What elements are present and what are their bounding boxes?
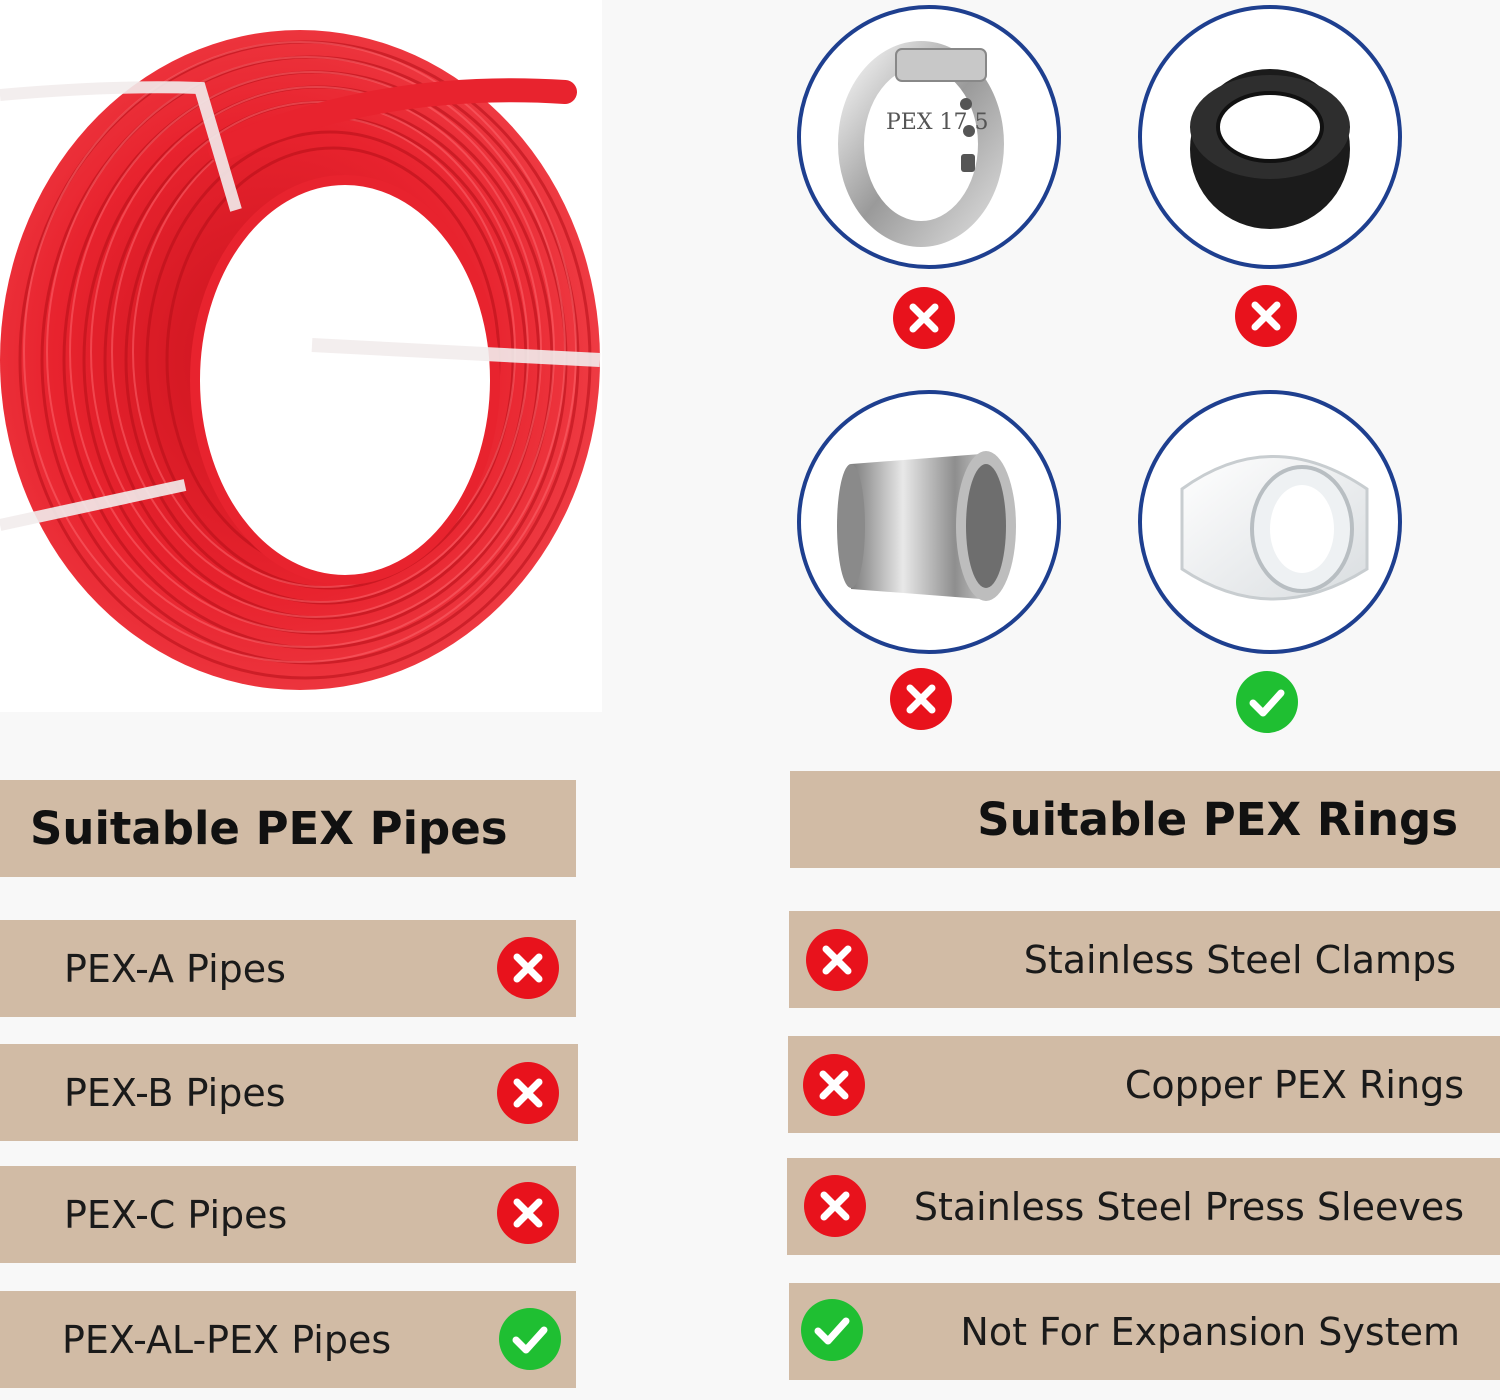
ring-row-label: Stainless Steel Press Sleeves [913, 1184, 1464, 1229]
x-circle-icon [497, 1062, 559, 1124]
x-circle-icon [803, 1054, 865, 1116]
pipe-row-label: PEX-A Pipes [64, 946, 286, 991]
pipe-row-pex-a: PEX-A Pipes [0, 920, 576, 1017]
check-circle-icon [1236, 671, 1298, 733]
white-ring-image [1138, 390, 1402, 654]
x-circle-icon [497, 1182, 559, 1244]
x-circle-icon [1235, 285, 1297, 347]
ring-row-label: Not For Expansion System [960, 1309, 1460, 1354]
pipe-row-label: PEX-C Pipes [64, 1192, 288, 1237]
ring-option-black-ring [1138, 5, 1402, 269]
pipes-title-bar: Suitable PEX Pipes [0, 780, 576, 877]
pipe-row-pex-b: PEX-B Pipes [0, 1044, 578, 1141]
ring-row-copper-rings: Copper PEX Rings [788, 1036, 1500, 1133]
x-circle-icon [893, 287, 955, 349]
ring-option-white-ring [1138, 390, 1402, 654]
x-circle-icon [890, 668, 952, 730]
pex-pipe-coil-image [0, 0, 602, 712]
clamp-image: PEX 17.5 [797, 5, 1061, 269]
ring-row-not-for-expansion: Not For Expansion System [789, 1283, 1500, 1380]
pipes-title: Suitable PEX Pipes [30, 802, 508, 855]
x-circle-icon [806, 929, 868, 991]
clamp-engraving: PEX 17.5 [886, 110, 989, 135]
ring-row-label: Stainless Steel Clamps [1023, 937, 1456, 982]
rings-title: Suitable PEX Rings [977, 793, 1458, 846]
press-sleeve-image [797, 390, 1061, 654]
black-ring-image [1138, 5, 1402, 269]
ring-row-press-sleeves: Stainless Steel Press Sleeves [787, 1158, 1500, 1255]
x-circle-icon [804, 1175, 866, 1237]
pipe-row-label: PEX-AL-PEX Pipes [62, 1317, 392, 1362]
pipe-row-pex-al-pex: PEX-AL-PEX Pipes [0, 1291, 576, 1388]
pipe-row-label: PEX-B Pipes [64, 1070, 286, 1115]
check-circle-icon [801, 1299, 863, 1361]
rings-title-bar: Suitable PEX Rings [790, 771, 1500, 868]
ring-row-stainless-clamps: Stainless Steel Clamps [789, 911, 1500, 1008]
ring-row-label: Copper PEX Rings [1124, 1062, 1464, 1107]
x-circle-icon [497, 937, 559, 999]
check-circle-icon [499, 1308, 561, 1370]
ring-option-press-sleeve [797, 390, 1061, 654]
pipe-row-pex-c: PEX-C Pipes [0, 1166, 576, 1263]
ring-option-stainless-clamp: PEX 17.5 [797, 5, 1061, 269]
